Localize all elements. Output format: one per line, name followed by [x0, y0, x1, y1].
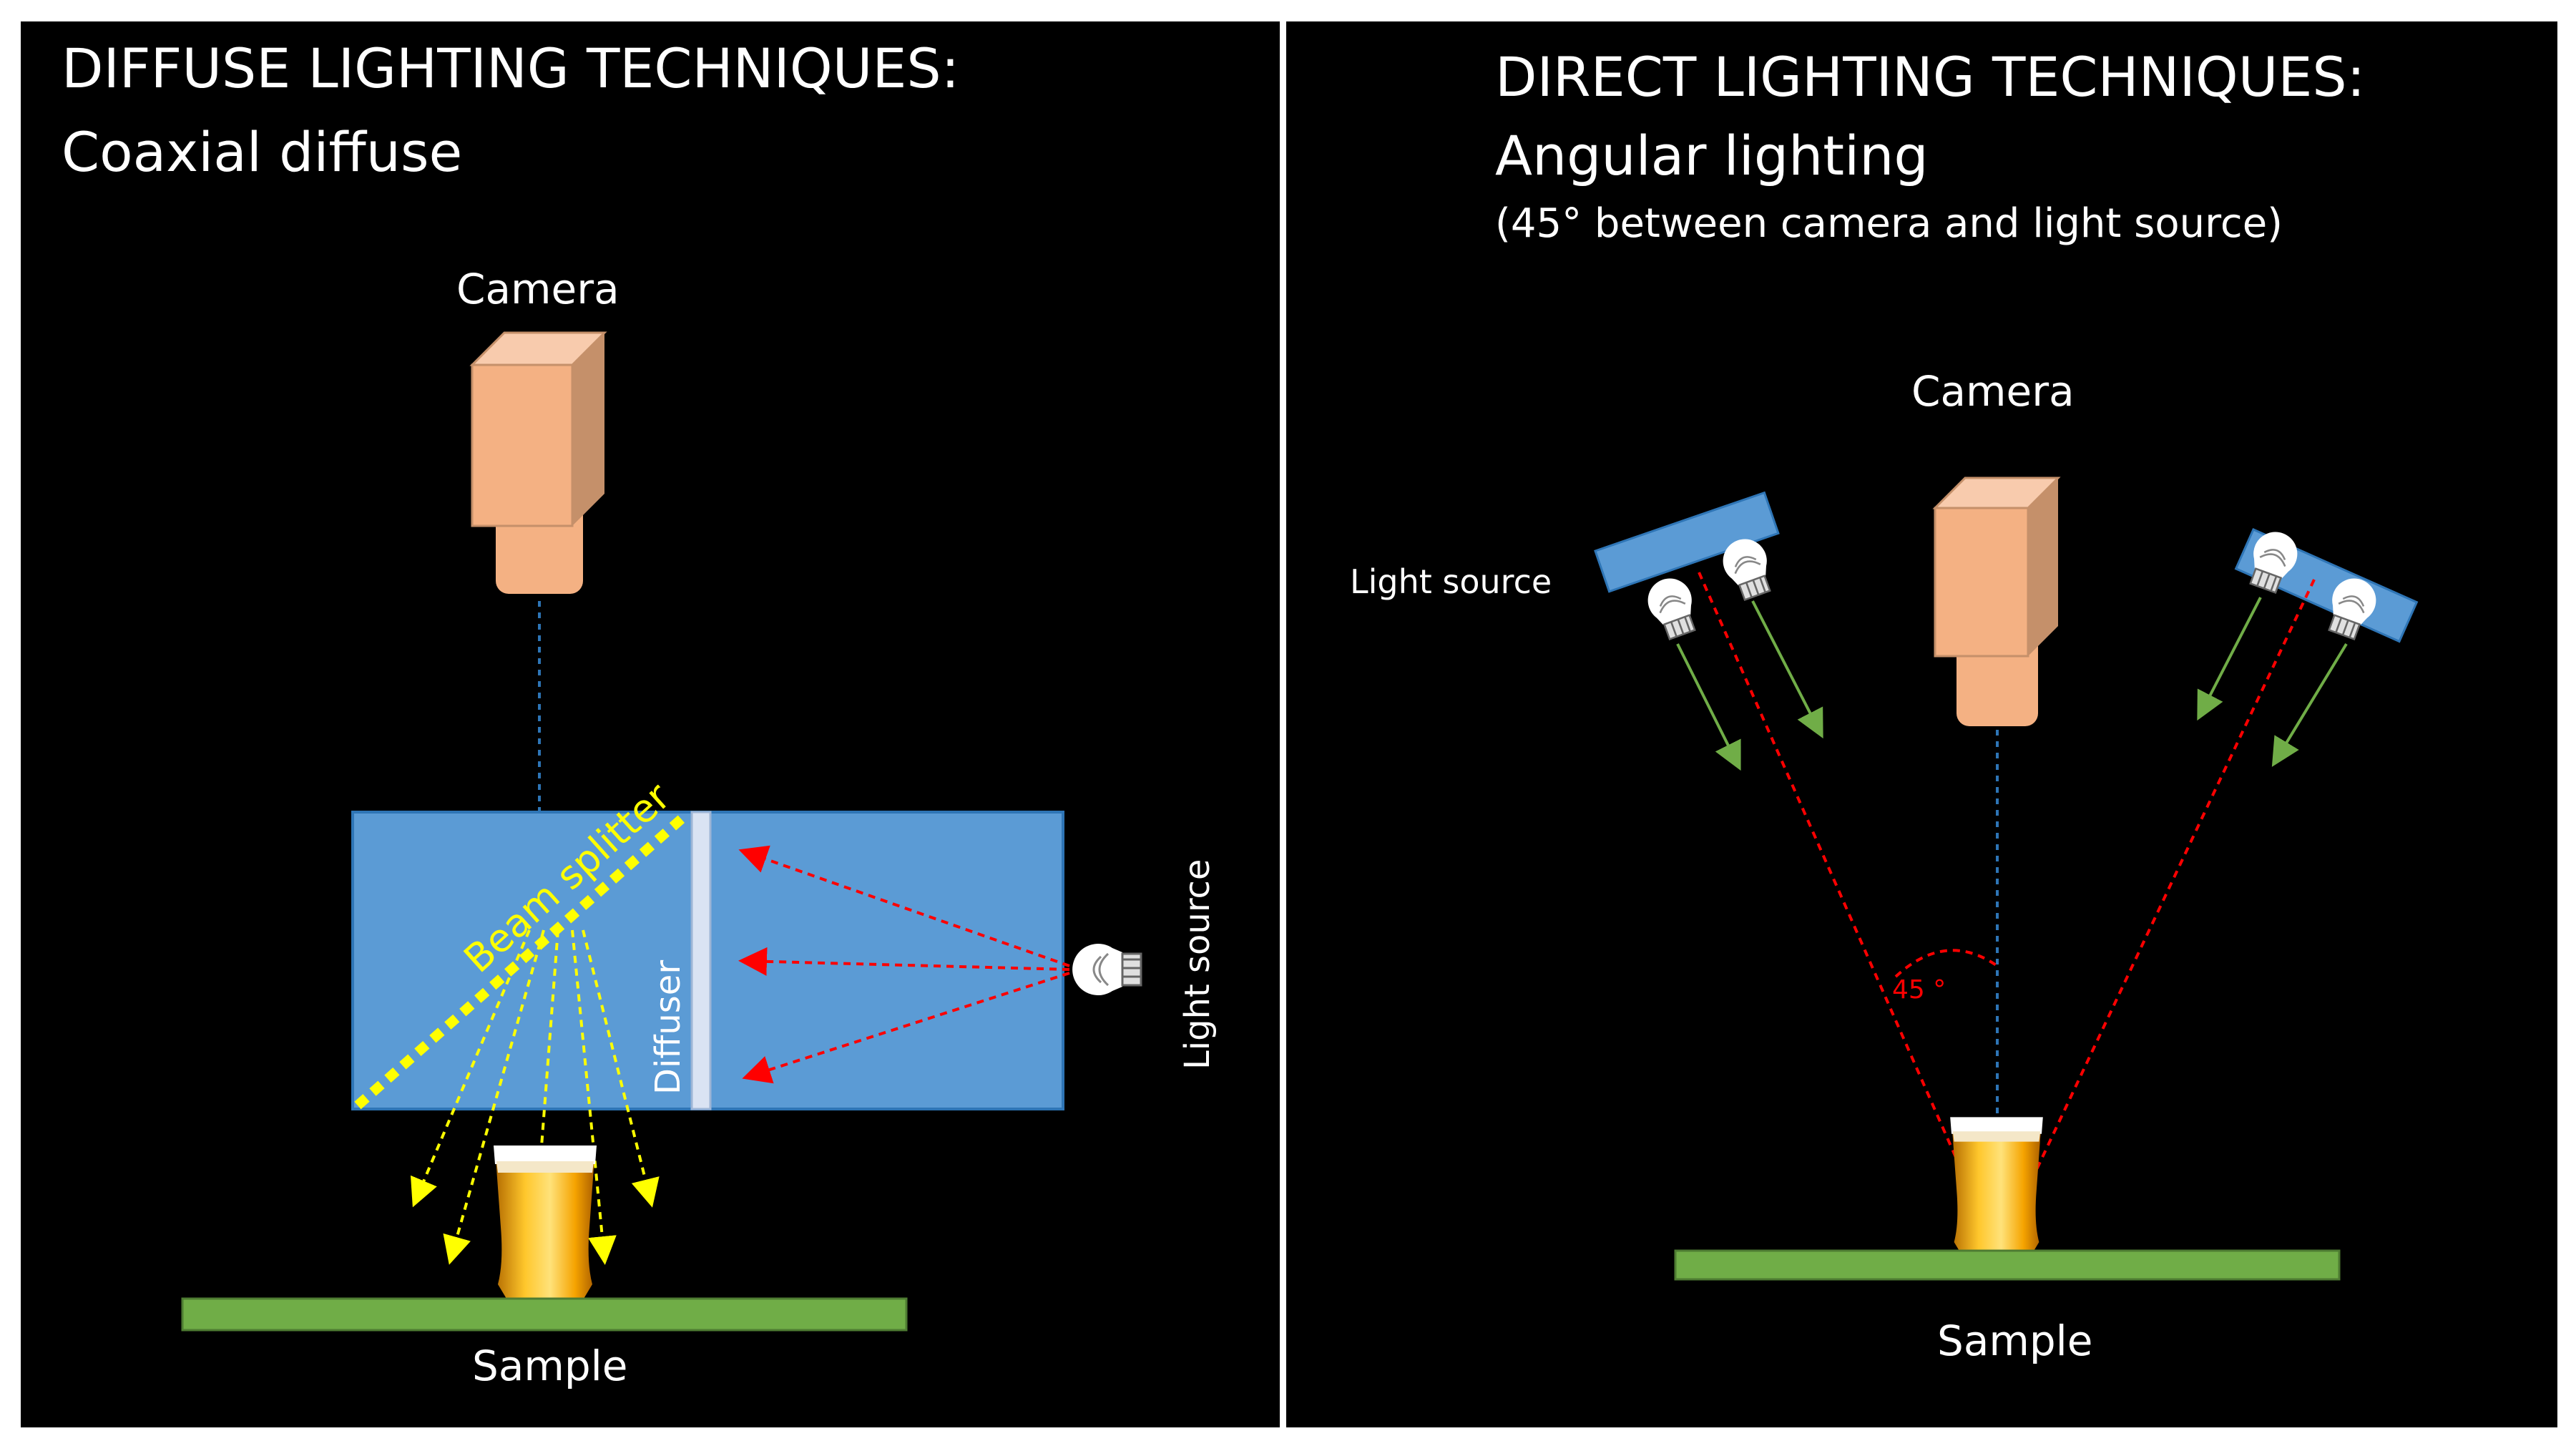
left-beer-glass-icon [494, 1146, 597, 1299]
right-sample-bar [1674, 1249, 2341, 1281]
right-panel [1286, 21, 2557, 1427]
left-heading: DIFFUSE LIGHTING TECHNIQUES: [62, 36, 960, 100]
angle-label: 45 ° [1892, 975, 1946, 1005]
right-note: (45° between camera and light source) [1495, 200, 2283, 247]
beam-splitter-line [354, 810, 690, 1110]
right-camera-icon [1932, 477, 2061, 726]
right-light-source-label: Light source [1350, 562, 1552, 601]
right-red-lines [1698, 572, 2316, 1249]
left-sample-label: Sample [472, 1342, 628, 1390]
left-sample-bar [181, 1297, 908, 1332]
right-heading: DIRECT LIGHTING TECHNIQUES: [1495, 45, 2366, 109]
left-light-source-label: Light source [1177, 859, 1218, 1070]
left-bulb-icon [1071, 942, 1142, 997]
diffuser-plate [690, 811, 712, 1110]
right-beer-glass-icon [1950, 1117, 2043, 1255]
left-camera-icon [469, 331, 607, 594]
left-subheading: Coaxial diffuse [62, 120, 463, 184]
right-green-rays [1676, 597, 2348, 771]
right-sample-label: Sample [1937, 1317, 2093, 1365]
right-camera-label: Camera [1911, 367, 2075, 416]
left-camera-label: Camera [456, 265, 619, 313]
left-light-panel-icon [1594, 491, 1780, 593]
left-red-rays [738, 845, 1070, 1084]
diffuser-label: Diffuser [648, 960, 688, 1095]
bulb-icon-1 [1640, 571, 1704, 643]
right-subheading: Angular lighting [1495, 124, 1929, 187]
